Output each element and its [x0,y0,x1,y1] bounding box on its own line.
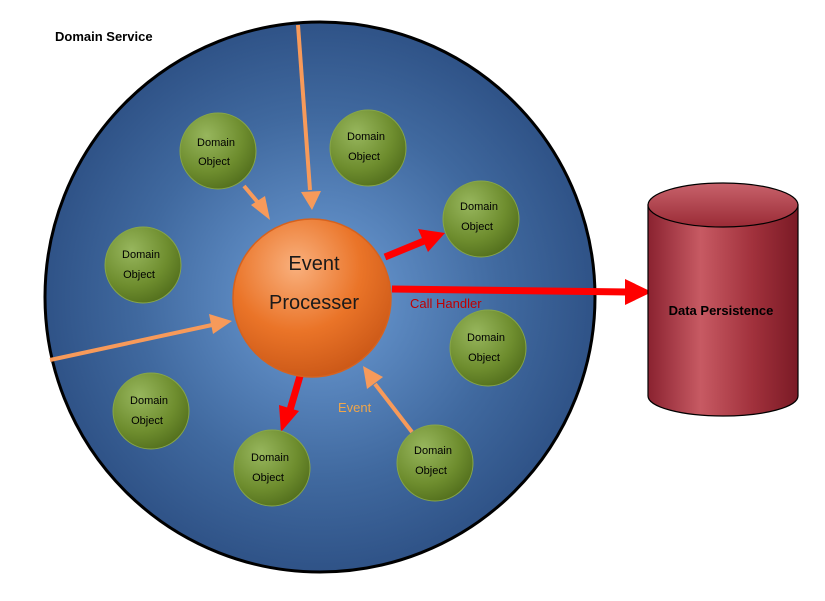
domain-object-circle [233,429,311,507]
domain-object-circle [442,180,520,258]
call-arrow-to-db [391,285,629,296]
domain-object-label-line2: Object [198,156,230,168]
database-body [647,204,799,417]
event-processor: Event Processer [232,218,392,378]
domain-object-label-line1: Domain [414,445,452,457]
domain-object: Domain Object [233,429,311,507]
data-persistence-database: Data Persistence [647,182,799,417]
event-arrow-left-head [209,314,232,334]
call-arrows [279,229,652,432]
domain-object: Domain Object [396,424,474,502]
domain-object-label-line2: Object [348,151,380,163]
domain-object-label-line1: Domain [130,395,168,407]
database-top [647,182,799,228]
domain-object: Domain Object [329,109,407,187]
domain-object-circle [449,309,527,387]
domain-object-label-line1: Domain [197,137,235,149]
call-arrow-to-obj-bottom-head [279,405,299,432]
domain-service-title: Domain Service [55,29,153,44]
domain-object: Domain Object [104,226,182,304]
domain-object: Domain Object [442,180,520,258]
call-arrow-to-obj-right-head [418,229,445,252]
event-arrow-left [49,323,213,362]
call-arrow-to-obj-right [383,237,426,261]
event-arrow-br-head [363,366,383,389]
event-label: Event [338,400,372,415]
domain-object-label-line1: Domain [251,452,289,464]
domain-object-label-line2: Object [468,352,500,364]
event-arrows [49,24,414,434]
domain-object-label-line2: Object [461,221,493,233]
domain-object-circle [396,424,474,502]
domain-object-circle [104,226,182,304]
domain-object-label-line2: Object [415,465,447,477]
domain-object: Domain Object [112,372,190,450]
event-processor-label-line2: Processer [269,292,359,314]
event-processor-circle [232,218,392,378]
domain-object: Domain Object [179,112,257,190]
domain-object-label-line1: Domain [122,249,160,261]
domain-object-circle [112,372,190,450]
call-handler-label: Call Handler [410,296,482,311]
event-processor-label-line1: Event [288,253,340,275]
domain-object-label-line1: Domain [460,201,498,213]
domain-object-circle [329,109,407,187]
domain-object: Domain Object [449,309,527,387]
domain-object-circle [179,112,257,190]
domain-object-label-line2: Object [252,472,284,484]
event-arrow-top-head [301,191,321,210]
event-arrow-br [373,382,414,434]
call-arrow-to-db-head [625,279,652,305]
domain-object-label-line2: Object [131,415,163,427]
domain-object-label-line2: Object [123,269,155,281]
domain-object-label-line1: Domain [467,332,505,344]
event-arrow-top [296,24,312,191]
call-arrow-to-obj-bottom [286,375,304,411]
database-label: Data Persistence [669,303,774,318]
event-arrow-obj1-head [251,196,270,220]
domain-object-label-line1: Domain [347,131,385,143]
